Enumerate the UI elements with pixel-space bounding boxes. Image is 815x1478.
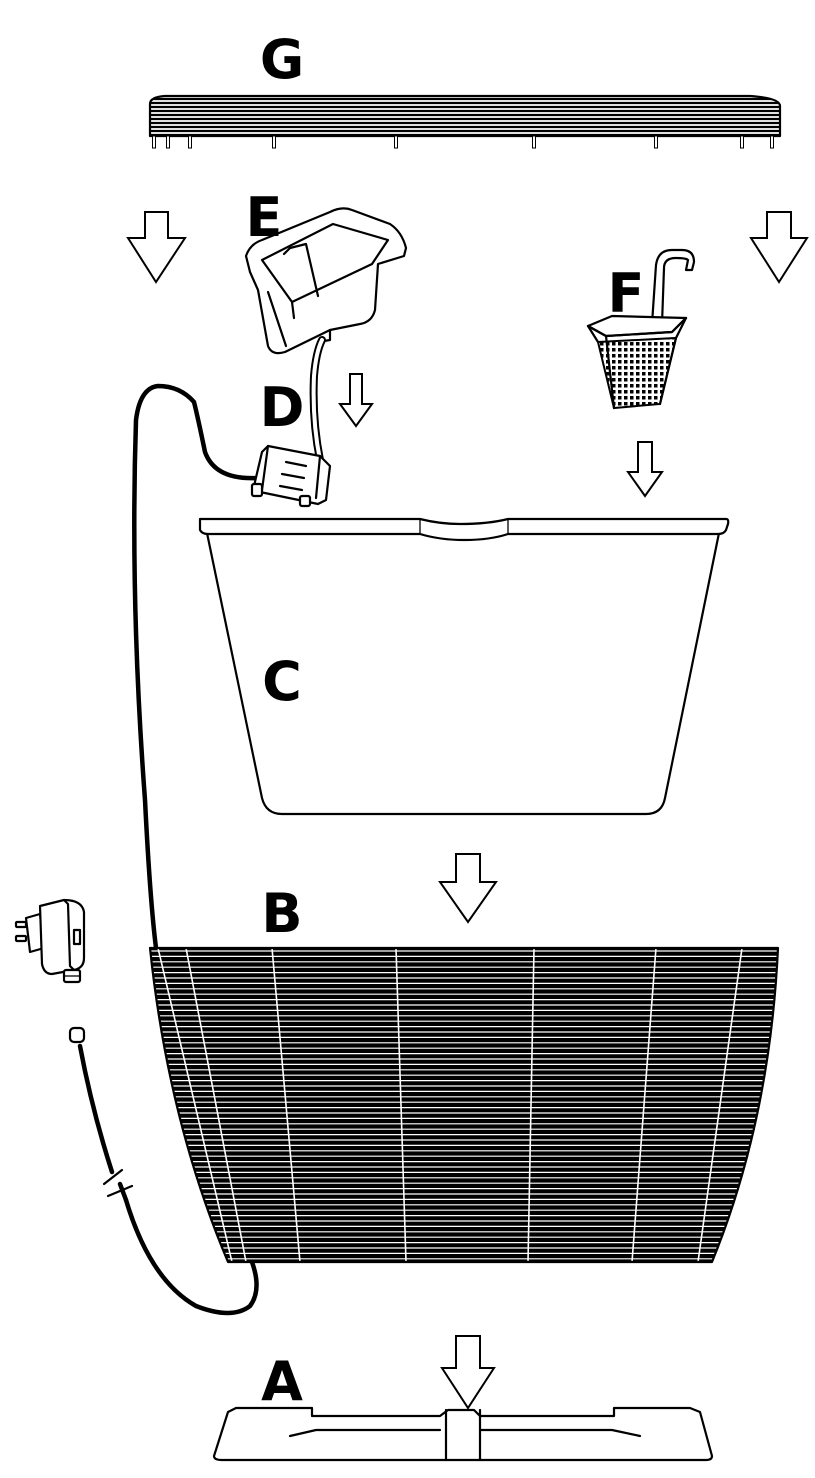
part-g-lid-grille	[148, 94, 782, 149]
part-c-reservoir	[198, 517, 730, 816]
arrow-down-b	[440, 1335, 496, 1410]
arrow-down-f	[626, 441, 664, 498]
arrow-down-c	[438, 853, 498, 924]
part-b-outer-pot	[148, 946, 780, 1264]
loose-cable	[68, 1026, 134, 1203]
label-a: A	[261, 1350, 303, 1413]
arrow-down-d	[338, 373, 374, 428]
label-d: D	[260, 376, 305, 439]
part-a-base	[212, 1406, 714, 1462]
label-e: E	[246, 186, 283, 249]
arrow-down-right	[749, 211, 809, 284]
arrow-down-left	[126, 211, 187, 284]
part-d-pump	[250, 336, 332, 508]
power-adapter	[14, 898, 86, 984]
pump-cable	[132, 383, 260, 951]
label-c: C	[262, 650, 302, 713]
part-f-basket	[586, 248, 696, 410]
label-g: G	[260, 28, 304, 91]
pump-cable-lower	[123, 1197, 259, 1316]
part-e-filter-box	[244, 207, 408, 355]
label-b: B	[261, 882, 302, 945]
label-f: F	[608, 262, 645, 325]
